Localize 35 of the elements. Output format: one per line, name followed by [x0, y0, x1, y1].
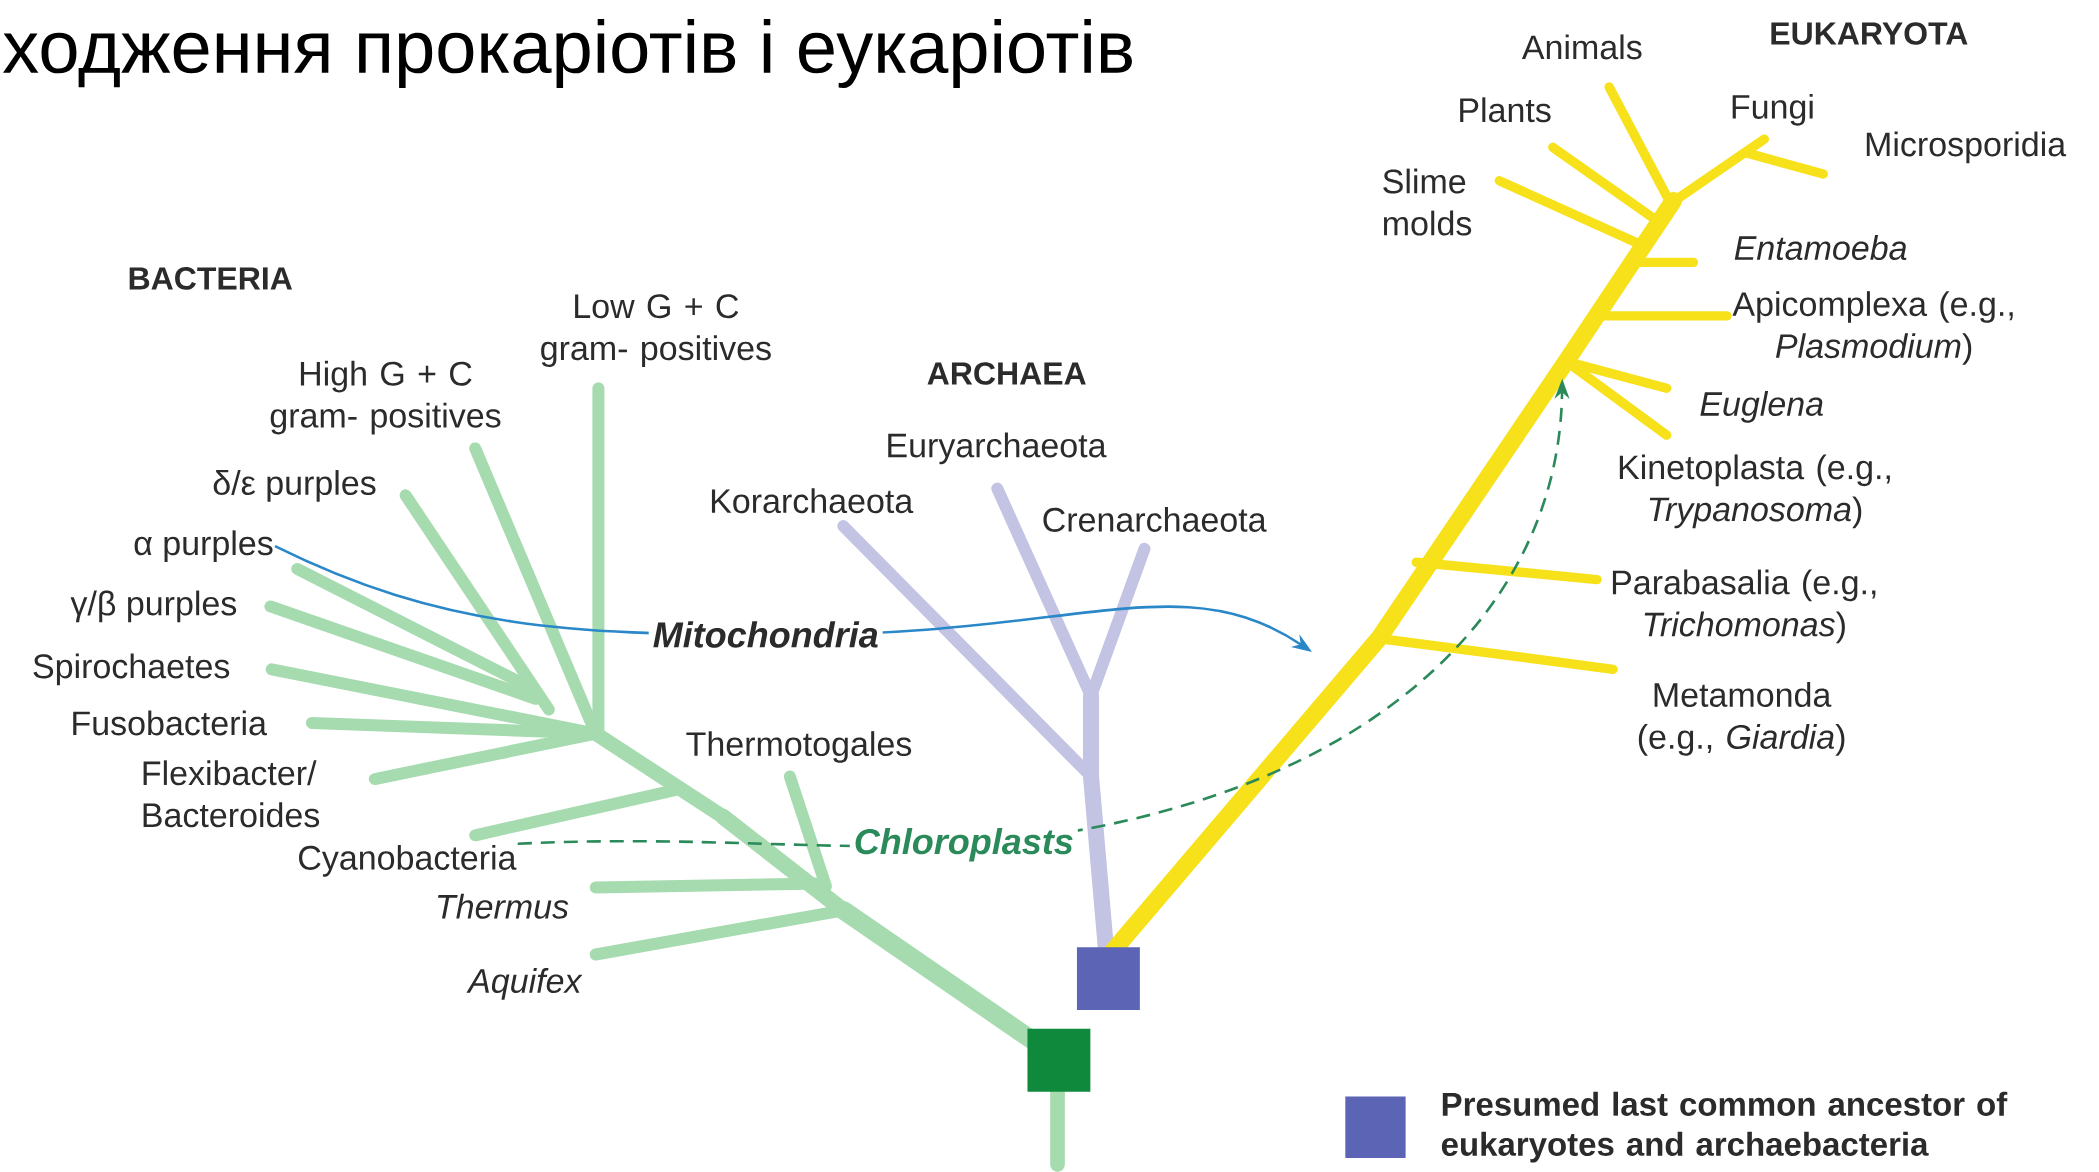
ancestor-square [1076, 947, 1140, 1011]
taxon-label: Slime molds [1383, 168, 1472, 236]
taxon-label: Korarchaeota [711, 488, 914, 514]
ancestor-square [1027, 1028, 1091, 1092]
taxon-label: Fungi [1732, 93, 1813, 126]
taxon-label: Plants [1460, 97, 1551, 123]
taxon-label: Metamonda (e.g., Giardia) [1638, 682, 1845, 756]
taxon-label: Aquifex [466, 968, 583, 1000]
taxon-label: Euryarchaeota [888, 432, 1107, 465]
taxon-label: Parabasalia (e.g., Trichomonas) [1612, 569, 1876, 644]
taxon-label: Crenarchaeota [1043, 506, 1267, 532]
edge-label: Chloroplasts [849, 823, 1078, 866]
taxon-label: Thermus [438, 893, 569, 919]
taxon-label: Euglena [1700, 391, 1823, 423]
group-heading: BACTERIA [129, 267, 292, 290]
taxon-label: Kinetoplasta (e.g., Trypanosoma) [1619, 454, 1890, 529]
taxon-label: High G + C gram- positives [270, 360, 501, 435]
taxon-label: Entamoeba [1734, 235, 1907, 261]
taxon-label: Thermotogales [686, 731, 912, 763]
taxon-label: Fusobacteria [73, 710, 267, 736]
taxon-label: Low G + C gram- positives [541, 294, 771, 367]
taxon-label: γ/β purples [70, 590, 237, 623]
taxon-label: Flexibacter/ Bacteroides [143, 760, 320, 828]
taxon-label: Spirochaetes [33, 653, 230, 686]
group-heading: ARCHAEA [927, 362, 1086, 385]
taxon-label: Cyanobacteria [299, 844, 517, 877]
legend-text: Presumed last common ancestor of eukaryotes and archaebacteria [1441, 1091, 2008, 1163]
edge-label: Mitochondria [648, 617, 883, 652]
group-heading: EUKARYOTA [1771, 22, 1968, 45]
taxon-label: Microsporidia [1866, 131, 2067, 164]
taxon-label: α purples [134, 530, 273, 563]
taxon-label: Animals [1521, 34, 1642, 60]
taxon-label: Apicomplexa (e.g., Plasmodium) [1732, 291, 2013, 365]
title: ходження прокаріотів і еукаріотів [3, 19, 1132, 88]
taxon-label: δ/ε purples [213, 470, 376, 502]
